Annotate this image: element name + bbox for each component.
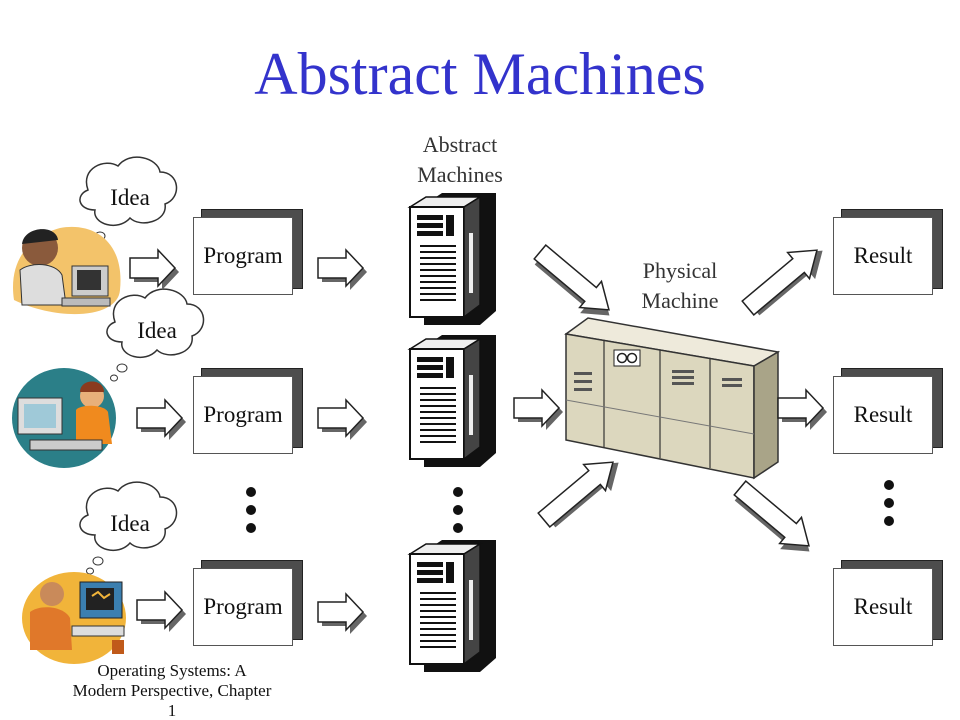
abstract-machines-label: Abstract Machines (417, 132, 503, 187)
arrow-physical-to-result-1 (736, 233, 835, 325)
abstract-machine-server-icon-3 (409, 539, 497, 673)
ellipsis-dots-results (884, 480, 894, 526)
arrow-abstract-to-physical-2 (513, 389, 564, 431)
idea-label-1: Idea (110, 185, 150, 210)
physical-machine-label: Physical Machine (641, 258, 719, 313)
abstract-machine-server-icon-2 (409, 334, 497, 468)
arrow-to-abstract-machine-1 (317, 249, 368, 291)
idea-label-3: Idea (110, 511, 150, 536)
arrow-to-program-2 (136, 399, 187, 441)
person-at-computer-icon-3 (22, 572, 126, 664)
program-label: Program (193, 568, 293, 646)
arrow-to-program-1 (129, 249, 180, 291)
result-label: Result (833, 376, 933, 454)
person-at-computer-icon-2 (12, 368, 116, 468)
result-box-3: Result (833, 560, 943, 646)
ellipsis-dots-programs (246, 487, 256, 533)
idea-cloud-3 (79, 481, 178, 575)
program-label: Program (193, 217, 293, 295)
program-box-1: Program (193, 209, 303, 295)
abstract-machine-server-icon-1 (409, 192, 497, 326)
result-box-1: Result (833, 209, 943, 295)
result-label: Result (833, 217, 933, 295)
program-box-2: Program (193, 368, 303, 454)
arrow-to-program-3 (136, 591, 187, 633)
result-box-2: Result (833, 368, 943, 454)
ellipsis-dots-abstract-machines (453, 487, 463, 533)
arrow-to-abstract-machine-2 (317, 399, 368, 441)
arrow-abstract-to-physical-3 (532, 445, 631, 537)
physical-machine-mainframe-icon (564, 317, 781, 480)
person-at-computer-icon-1 (13, 226, 121, 315)
footer-citation: Operating Systems: A Modern Perspective,… (72, 661, 272, 720)
arrow-abstract-to-physical-1 (525, 238, 624, 330)
arrow-physical-to-result-2 (777, 389, 828, 431)
arrow-physical-to-result-3 (725, 474, 824, 566)
idea-label-2: Idea (137, 318, 177, 343)
idea-cloud-2 (106, 288, 205, 382)
program-label: Program (193, 376, 293, 454)
program-box-3: Program (193, 560, 303, 646)
arrow-to-abstract-machine-3 (317, 593, 368, 635)
slide-title: Abstract Machines (254, 41, 706, 107)
result-label: Result (833, 568, 933, 646)
